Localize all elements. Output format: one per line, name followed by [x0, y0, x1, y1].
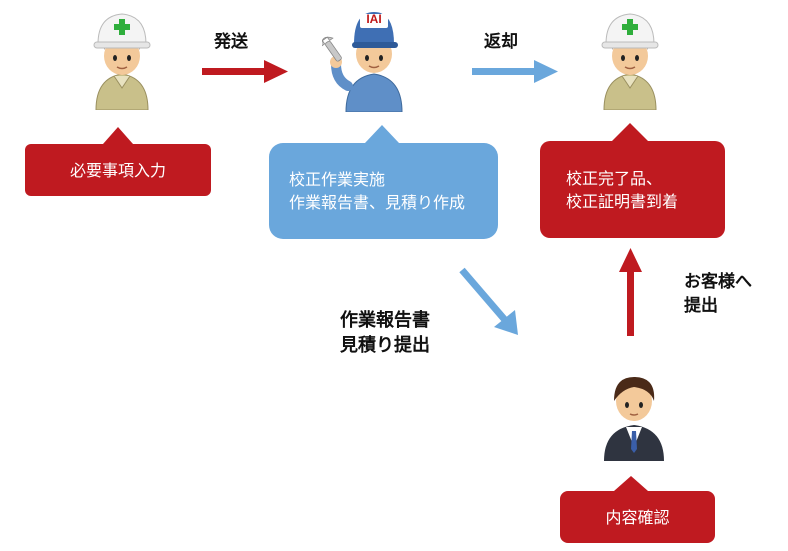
submit-to-customer-arrow	[619, 248, 642, 336]
report-submit-arrow	[462, 270, 518, 335]
submit-to-customer-line1: お客様へ	[684, 270, 752, 294]
arrival-box: 校正完了品、 校正証明書到着	[540, 141, 725, 238]
calibration-work-line1: 校正作業実施	[289, 168, 498, 191]
arrival-line1: 校正完了品、	[566, 167, 725, 190]
return-label: 返却	[484, 30, 518, 54]
report-submit-line2: 見積り提出	[340, 333, 430, 358]
callout-pointer-input	[103, 127, 133, 144]
arrival-line2: 校正証明書到着	[566, 190, 725, 213]
callout-pointer-calibration	[365, 125, 399, 143]
content-confirm-text: 内容確認	[605, 506, 669, 529]
callout-pointer-arrival	[612, 123, 648, 141]
input-required-box: 必要事項入力	[25, 144, 211, 196]
submit-to-customer-line2: 提出	[684, 294, 752, 318]
report-submit-label: 作業報告書 見積り提出	[340, 308, 430, 358]
return-arrow	[472, 60, 558, 83]
callout-pointer-confirm	[614, 476, 648, 491]
submit-to-customer-label: お客様へ 提出	[684, 270, 752, 318]
worker-sender-icon	[86, 6, 158, 110]
send-label: 発送	[214, 30, 248, 54]
send-arrow	[202, 60, 288, 83]
report-submit-line1: 作業報告書	[340, 308, 430, 333]
content-confirm-box: 内容確認	[560, 491, 715, 543]
customer-icon	[600, 365, 668, 461]
calibration-work-line2: 作業報告書、見積り作成	[289, 191, 498, 214]
calibration-work-box: 校正作業実施 作業報告書、見積り作成	[269, 143, 498, 239]
worker-receiver-icon	[594, 6, 666, 110]
iai-logo-text: IAI	[360, 12, 388, 26]
input-required-text: 必要事項入力	[70, 159, 166, 182]
